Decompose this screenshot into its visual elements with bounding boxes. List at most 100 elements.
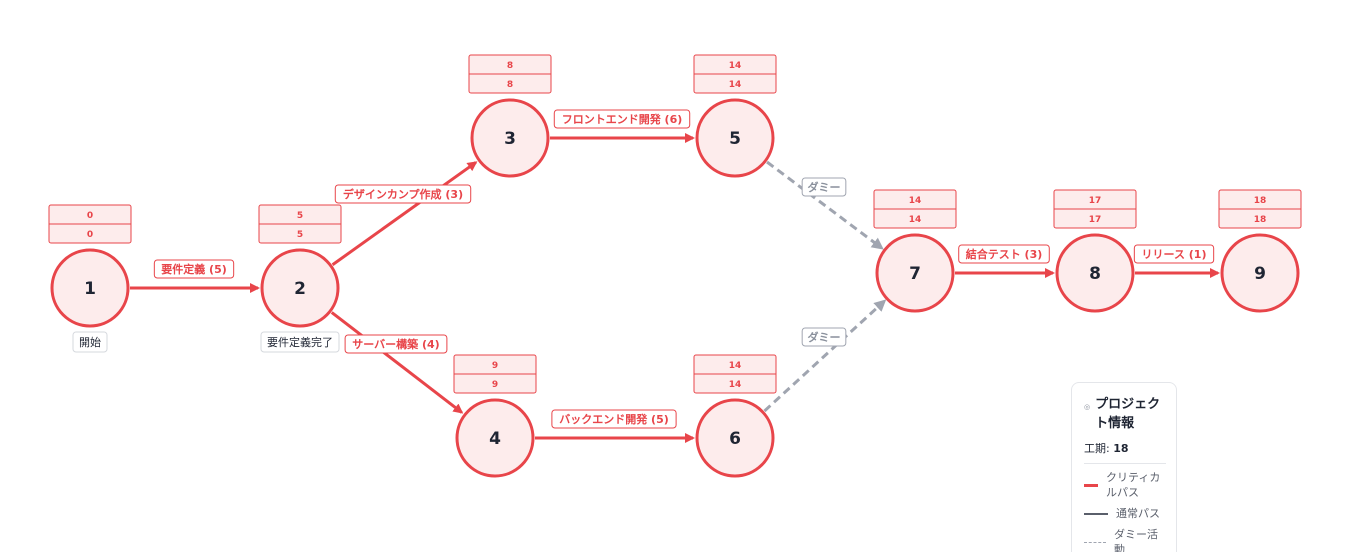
edge-label-4-6: バックエンド開発 (5) — [551, 409, 677, 429]
legend-item-label: クリティカルパス — [1106, 471, 1161, 499]
node-circle — [695, 398, 775, 478]
legend-item-label: 通常パス — [1116, 507, 1160, 520]
edge-label-box — [551, 409, 677, 429]
edge-label-3-5: フロントエンド開発 (6) — [553, 109, 691, 129]
node-1: 1 — [50, 248, 130, 328]
node-circle — [1220, 233, 1300, 313]
earliest-start: 8 — [507, 61, 513, 71]
edge-label-text: ダミー — [808, 180, 841, 194]
legend-divider — [1084, 463, 1166, 464]
edge-label-text: リリース (1) — [1142, 248, 1207, 261]
edge-labels-layer: 要件定義 (5) デザインカンプ作成 (3) サーバー構築 (4) フロントエンド開発… — [153, 109, 1215, 429]
edge-label-text: デザインカンプ作成 (3) — [343, 187, 463, 201]
time-box-5: 14 14 — [693, 54, 777, 94]
node-caption-2: 要件定義完了 — [260, 331, 340, 353]
edge-label-text: ダミー — [808, 330, 841, 344]
latest-start: 14 — [729, 80, 742, 90]
edge-label-box — [801, 177, 847, 197]
edge-label-box — [553, 109, 691, 129]
legend-item-critical: クリティカルパス — [1084, 470, 1166, 500]
node-6: 6 — [695, 398, 775, 478]
node-number: 2 — [294, 279, 306, 299]
node-number: 7 — [909, 264, 921, 284]
dummy-activity-swatch — [1084, 541, 1106, 543]
edge-label-text: 結合テスト (3) — [966, 247, 1043, 261]
latest-start: 18 — [1254, 215, 1267, 225]
legend-item-label: ダミー活動 — [1114, 528, 1158, 552]
earliest-start: 17 — [1089, 196, 1102, 206]
node-captions-layer: 開始 要件定義完了 — [72, 331, 340, 353]
edge-2-4 — [330, 311, 464, 414]
edge-label-text: バックエンド開発 (5) — [559, 412, 669, 426]
earliest-start: 18 — [1254, 196, 1267, 206]
edge-label-7-8: 結合テスト (3) — [958, 244, 1050, 264]
edge-label-2-3: デザインカンプ作成 (3) — [334, 184, 472, 204]
node-circle — [875, 233, 955, 313]
edge-2-3 — [331, 161, 478, 266]
node-circle — [260, 248, 340, 328]
latest-start: 0 — [87, 230, 93, 240]
node-number: 3 — [504, 129, 516, 149]
node-number: 8 — [1089, 264, 1101, 284]
time-box-4: 99 — [453, 354, 537, 394]
node-circle — [455, 398, 535, 478]
legend-header: ◎ プロジェクト情報 — [1084, 395, 1166, 433]
info-icon: ◎ — [1084, 403, 1091, 411]
time-box-3: 88 — [468, 54, 552, 94]
edge-label-8-9: リリース (1) — [1133, 244, 1215, 264]
legend-item-dummy: ダミー活動 — [1084, 527, 1166, 552]
node-5: 5 — [695, 98, 775, 178]
node-2: 2 — [260, 248, 340, 328]
period-value: 18 — [1113, 442, 1129, 455]
edge-label-box — [344, 334, 448, 354]
edge-label-box — [153, 259, 235, 279]
edge-label-box — [1133, 244, 1215, 264]
node-9: 9 — [1220, 233, 1300, 313]
project-period: 工期: 18 — [1084, 440, 1166, 456]
earliest-start: 14 — [909, 196, 922, 206]
earliest-start: 0 — [87, 211, 93, 221]
caption-box — [72, 331, 108, 353]
node-number: 6 — [729, 429, 741, 449]
node-circle — [1055, 233, 1135, 313]
critical-path-swatch — [1084, 483, 1098, 487]
period-label: 工期: — [1084, 442, 1110, 455]
node-8: 8 — [1055, 233, 1135, 313]
caption-text: 要件定義完了 — [267, 335, 333, 349]
legend-title: プロジェクト情報 — [1095, 397, 1161, 431]
node-caption-1: 開始 — [72, 331, 108, 353]
edge-label-6-7: ダミー — [801, 327, 847, 347]
edge-label-1-2: 要件定義 (5) — [153, 259, 235, 279]
normal-path-swatch — [1084, 512, 1108, 515]
caption-box — [260, 331, 340, 353]
edge-label-5-7: ダミー — [801, 177, 847, 197]
nodes-layer: 1 2 3 4 5 6 7 8 9 — [50, 98, 1300, 478]
legend-panel: ◎ プロジェクト情報 工期: 18 クリティカルパス 通常パス ダミー活動 — [1071, 382, 1177, 552]
latest-start: 9 — [492, 380, 498, 390]
node-number: 5 — [729, 129, 741, 149]
latest-start: 14 — [729, 380, 742, 390]
edge-label-box — [958, 244, 1050, 264]
legend-item-normal: 通常パス — [1084, 506, 1166, 521]
latest-start: 5 — [297, 230, 303, 240]
node-circle — [470, 98, 550, 178]
edge-label-box — [334, 184, 472, 204]
edges-layer — [130, 133, 1220, 443]
edge-label-text: フロントエンド開発 (6) — [562, 112, 683, 126]
node-number: 4 — [489, 429, 501, 449]
node-3: 3 — [470, 98, 550, 178]
edge-label-2-4: サーバー構築 (4) — [344, 334, 448, 354]
caption-text: 開始 — [79, 335, 101, 349]
node-number: 1 — [84, 279, 96, 299]
earliest-start: 14 — [729, 61, 742, 71]
node-circle — [50, 248, 130, 328]
latest-start: 14 — [909, 215, 922, 225]
earliest-start: 9 — [492, 361, 498, 371]
edge-label-box — [801, 327, 847, 347]
time-box-2: 55 — [258, 204, 342, 244]
